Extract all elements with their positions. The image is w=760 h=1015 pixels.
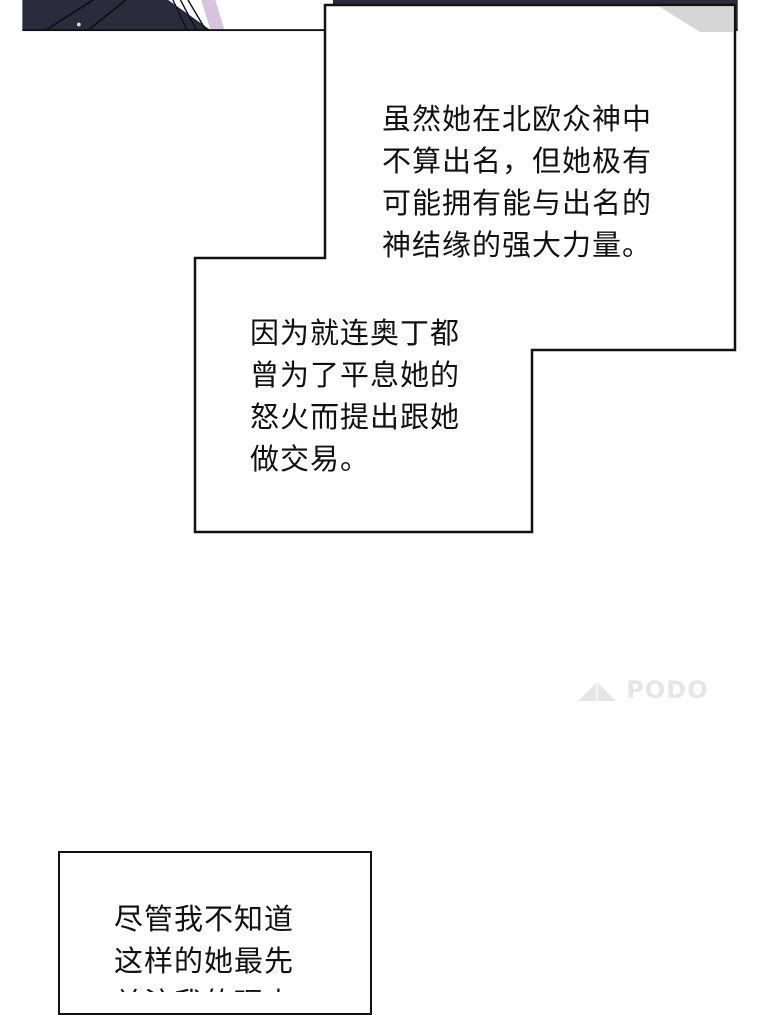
watermark-text: PODO — [626, 676, 709, 704]
watermark-logo-icon: ◢◣ — [578, 676, 627, 704]
caption-line: 做交易。 — [250, 442, 371, 476]
caption-line: 怒火而提出跟她 — [250, 400, 461, 434]
caption-line: 不算出名，但她极有 — [382, 144, 653, 178]
caption-text-3: 尽管我不知道 这样的她最先 关注我的理由 — [114, 898, 294, 992]
caption-line: 因为就连奥丁都 — [250, 316, 461, 350]
caption-line: 可能拥有能与出名的 — [382, 186, 653, 220]
caption-line: 虽然她在北欧众神中 — [382, 102, 653, 136]
caption-text-2: 因为就连奥丁都 曾为了平息她的 怒火而提出跟她 做交易。 — [250, 312, 460, 480]
caption-box-outline — [193, 3, 737, 534]
caption-boxes — [193, 3, 737, 534]
watermark: ◢◣ PODO — [578, 676, 709, 704]
caption-line: 曾为了平息她的 — [250, 358, 461, 392]
caption-line: 尽管我不知道 — [114, 902, 295, 936]
caption-line: 这样的她最先 — [114, 944, 295, 978]
caption-text-1: 虽然她在北欧众神中 不算出名，但她极有 可能拥有能与出名的 神结缘的强大力量。 — [382, 98, 652, 266]
caption-line: 神结缘的强大力量。 — [382, 228, 653, 262]
caption-line: 关注我的理由 — [114, 982, 294, 992]
